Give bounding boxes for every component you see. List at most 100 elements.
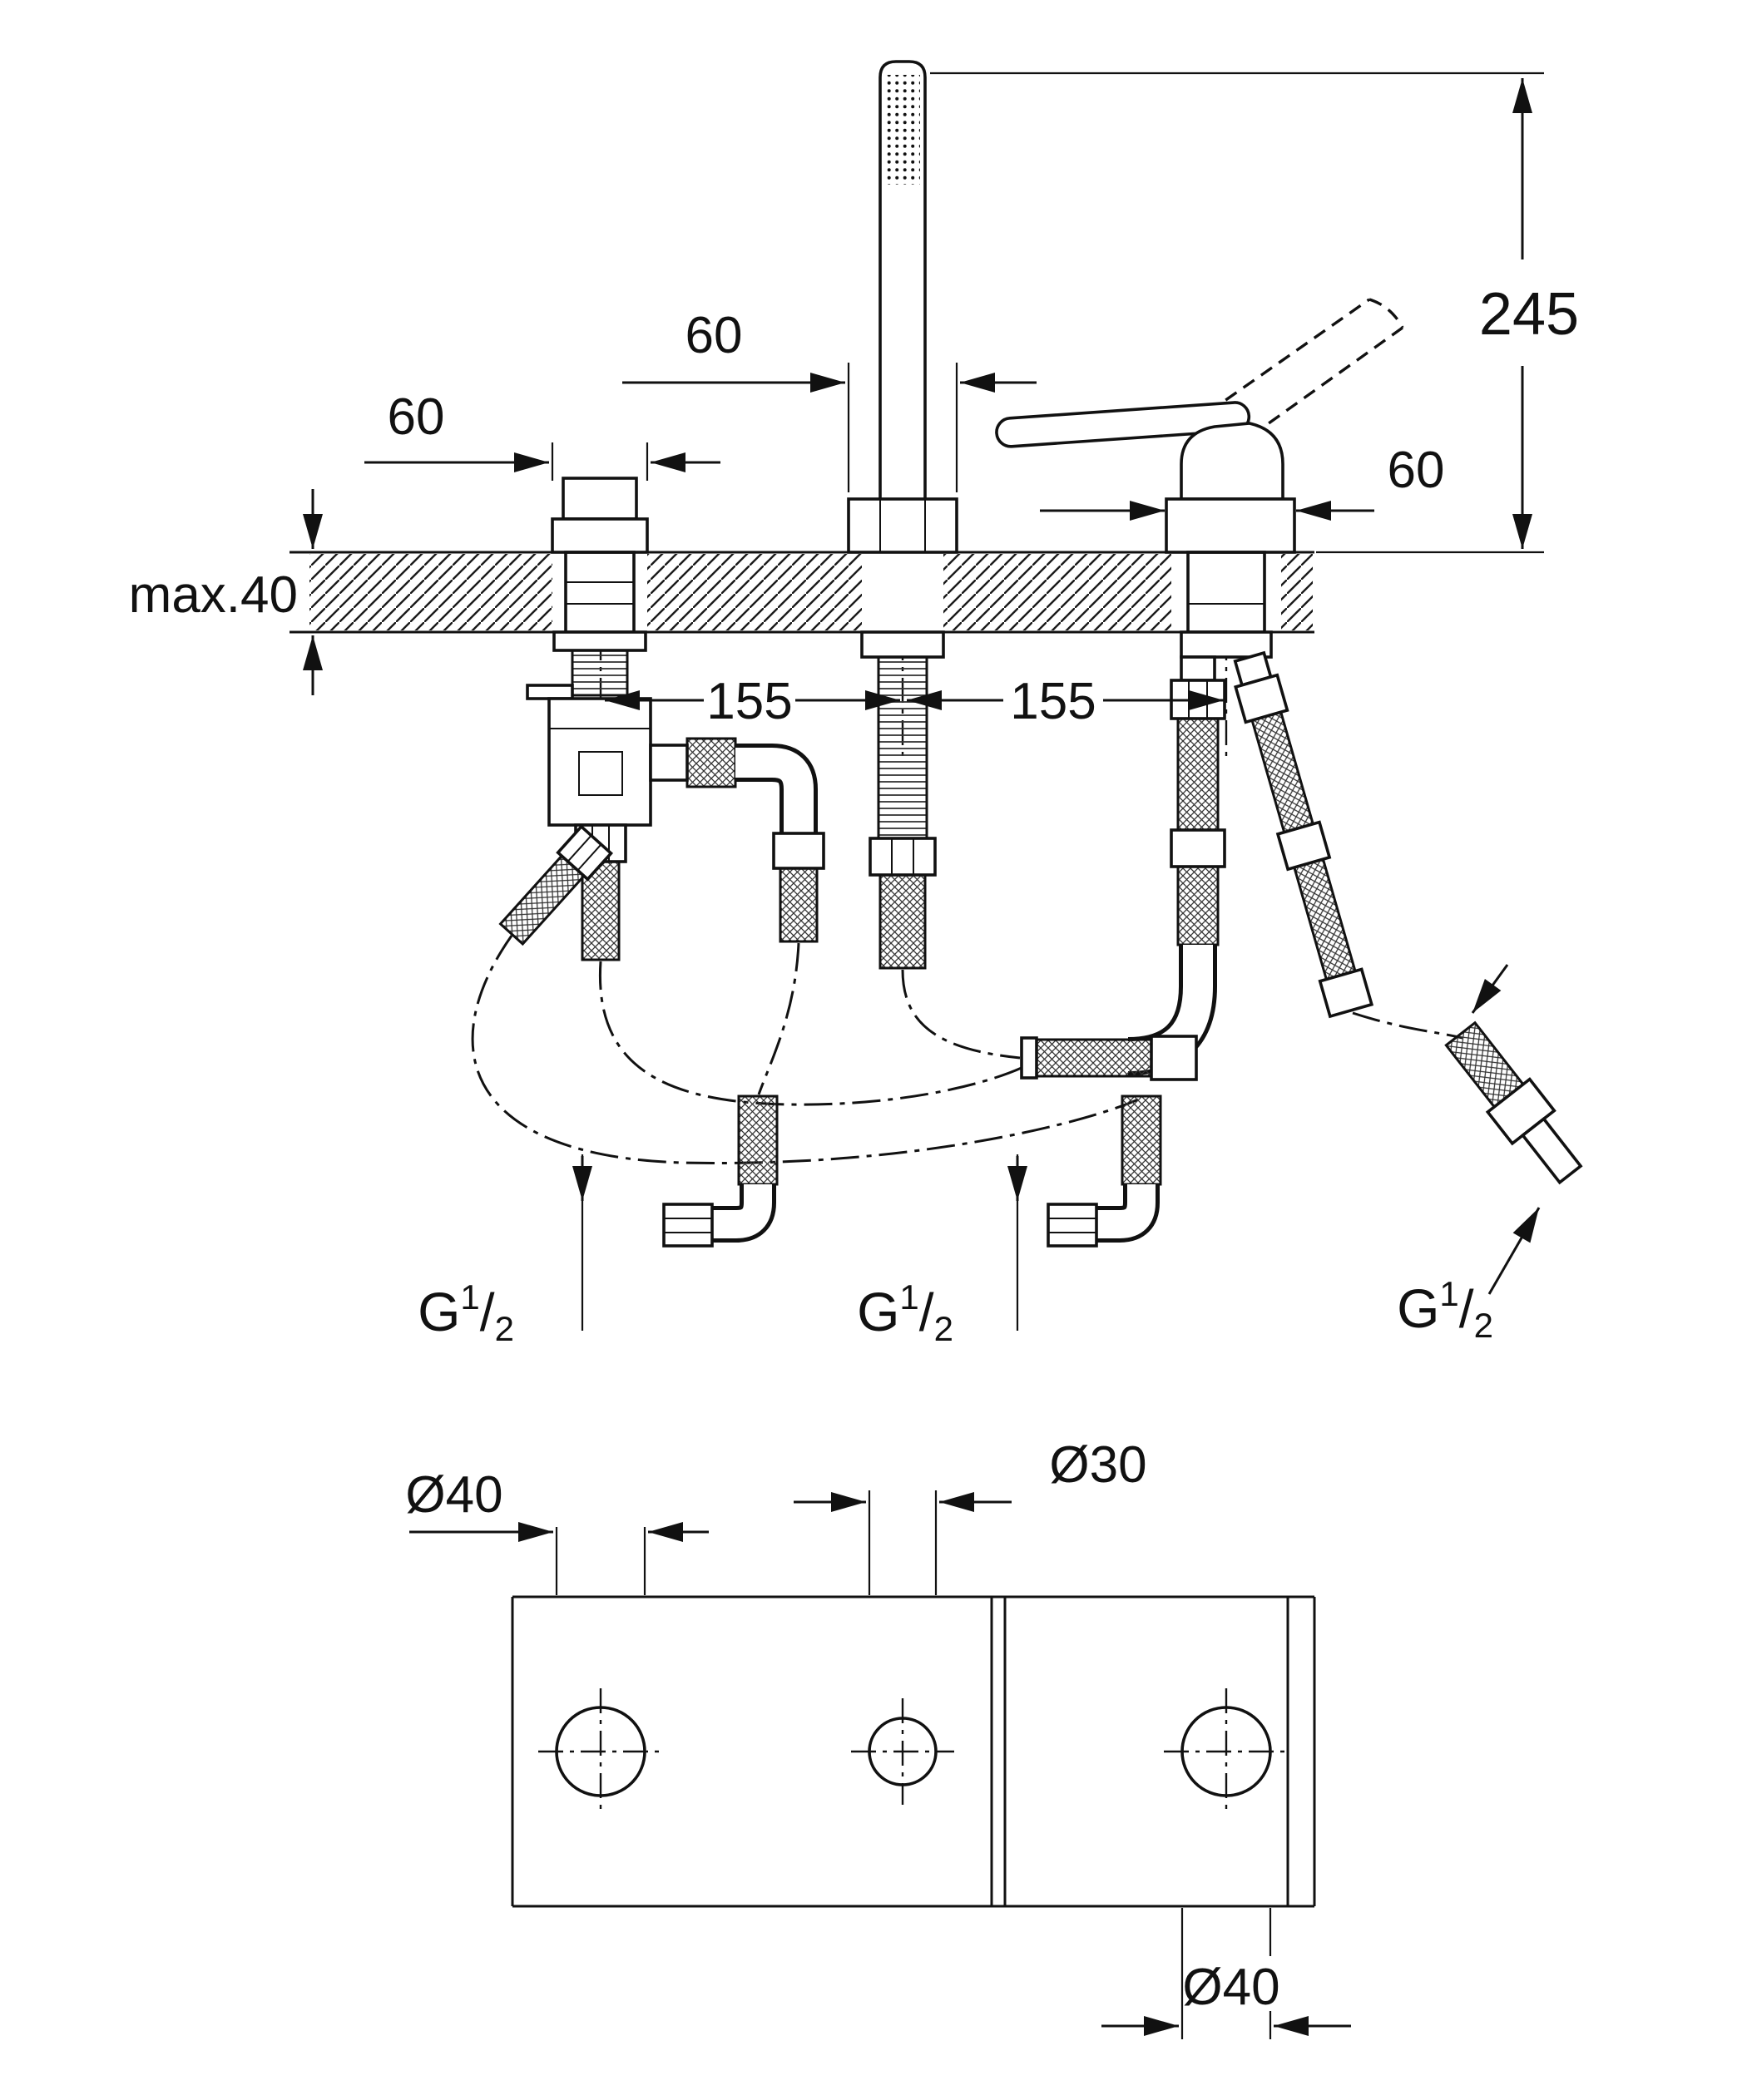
- mixer-unit: [995, 298, 1404, 1081]
- valve-body-inset: [578, 751, 623, 796]
- inner-hose-1: [1176, 717, 1220, 832]
- diagonal-nut-facets: [567, 834, 602, 872]
- left-elbow-inner: [712, 1184, 772, 1238]
- middle-thread-numerator: 1: [899, 1277, 918, 1317]
- shower-ribbed-connector: [877, 655, 928, 840]
- dimension-spacing-right: 155: [907, 673, 1224, 730]
- left-thread-label: G1/2: [418, 1277, 514, 1348]
- dim-60-right-label: 60: [1388, 442, 1445, 499]
- diverter-threaded-shank: [571, 649, 629, 697]
- horizontal-hose-end-collar: [1020, 1036, 1038, 1080]
- shower-hose-nut-facets: [891, 838, 914, 875]
- dim-60-middle-label: 60: [685, 307, 743, 364]
- route-center-hose-to-horizontal-hose: [598, 961, 1032, 1106]
- plate-right-edge-lines: [1286, 1597, 1316, 1906]
- supply-connection-right: G1/2: [1397, 964, 1583, 1345]
- dimension-hole-middle: Ø30: [794, 1436, 1147, 1595]
- dimension-holder-width: 60: [622, 307, 1037, 492]
- outer-nut-3: [1318, 967, 1374, 1019]
- diverter-knob-base: [551, 517, 649, 554]
- left-thread-denominator: 2: [495, 1309, 514, 1348]
- shower-hose: [878, 873, 927, 970]
- route-side-hose-to-left-connection: [757, 942, 800, 1095]
- middle-elbow-inner: [1096, 1184, 1156, 1238]
- deck-hatching: [309, 554, 1313, 630]
- hole-middle-centerlines: [851, 1698, 954, 1805]
- middle-thread-label: G1/2: [857, 1277, 953, 1348]
- left-thread-numerator: 1: [460, 1277, 479, 1317]
- mounting-deck: [290, 551, 1314, 634]
- right-thread-numerator: 1: [1439, 1274, 1458, 1313]
- lever-alternate-position-dashed: [1207, 298, 1404, 437]
- supply-connection-left: G1/2: [418, 1094, 779, 1348]
- dim-max40-label: max.40: [129, 566, 298, 624]
- horizontal-hose-nut: [1150, 1035, 1198, 1081]
- supply-connection-middle: G1/2: [857, 1094, 1162, 1348]
- dim-245-label: 245: [1479, 281, 1579, 348]
- dimension-left-handle-width: 60: [364, 388, 720, 481]
- left-connection-hose: [737, 1094, 779, 1186]
- outer-hose-1: [1250, 710, 1315, 834]
- middle-thread-prefix: G: [857, 1281, 899, 1342]
- dim-dia40-left-label: Ø40: [405, 1466, 502, 1524]
- hose-routing-lines: [471, 935, 1463, 1164]
- ext-lines: [847, 363, 958, 492]
- outer-supply-chain: [1233, 650, 1374, 1019]
- middle-thread-denominator: 2: [934, 1309, 953, 1348]
- dim-60-left-label: 60: [388, 388, 445, 446]
- ext-lines: [868, 1490, 938, 1595]
- hole-layout-view: Ø40 Ø30 Ø40: [405, 1436, 1351, 2039]
- dim-dia30-label: Ø30: [1049, 1436, 1146, 1494]
- left-hex-nut: [662, 1203, 714, 1248]
- plate-middle-joint-lines: [990, 1597, 1007, 1906]
- dimension-hole-left: Ø40: [405, 1466, 709, 1595]
- deck-cutout-left: [552, 552, 647, 634]
- dimension-hole-right: Ø40: [1101, 1908, 1351, 2039]
- side-hose: [779, 867, 819, 943]
- inner-hose-2: [1176, 865, 1220, 946]
- right-thread-denominator: 2: [1474, 1306, 1493, 1345]
- left-hex-nut-facets: [664, 1218, 712, 1233]
- diverter-unit: [498, 477, 825, 961]
- route-mixer-outer-hose: [1352, 1011, 1463, 1040]
- side-elevation-view: G1/2 G1/2 G1/2: [129, 60, 1583, 1348]
- inner-nut-2: [1170, 828, 1226, 868]
- side-elbow-inner: [735, 748, 814, 833]
- hole-left-centerlines: [538, 1688, 663, 1815]
- mixer-lever: [995, 401, 1251, 448]
- deck-cutout-right: [1171, 552, 1281, 634]
- right-thread-prefix: G: [1397, 1277, 1439, 1339]
- diverter-locknut: [552, 630, 647, 652]
- middle-hex-nut-facets: [1048, 1218, 1096, 1233]
- right-angled-connector: [1444, 1020, 1583, 1185]
- middle-thread-slash: /: [919, 1282, 934, 1342]
- right-thread-label: G1/2: [1397, 1274, 1493, 1345]
- diverter-knob-top: [562, 477, 638, 521]
- shower-holder-inner-lines: [879, 499, 926, 552]
- diagonal-hose: [498, 853, 586, 946]
- mixer-collar: [1180, 630, 1273, 659]
- diverter-valve-body: [547, 697, 652, 827]
- shower-washer: [860, 630, 945, 659]
- dimension-deck-thickness: max.40: [129, 489, 323, 695]
- right-thread-slash: /: [1459, 1279, 1474, 1339]
- left-thread-prefix: G: [418, 1281, 460, 1342]
- mounting-plate: [511, 1595, 1316, 1908]
- middle-connection-hose: [1121, 1094, 1162, 1186]
- side-hose-nut: [772, 832, 825, 870]
- hole-right-centerlines: [1164, 1688, 1289, 1815]
- route-diagonal-hose-to-middle-connection: [471, 935, 1139, 1164]
- dimension-overall-height: 245: [930, 72, 1579, 554]
- side-knurled-nut: [685, 737, 737, 788]
- shower-hose-nut: [869, 837, 937, 877]
- ext-lines: [555, 1527, 646, 1595]
- shower-holder: [847, 497, 958, 554]
- valve-side-outlet: [649, 744, 689, 782]
- right-thread-pipe: [1520, 1116, 1583, 1185]
- plate-horizontal-edges: [512, 1595, 1314, 1908]
- right-connection-leader-arrow: [1487, 1207, 1541, 1295]
- outer-hose-2: [1292, 857, 1357, 981]
- middle-hex-nut: [1047, 1203, 1098, 1248]
- diverter-shank-detail: [566, 581, 634, 605]
